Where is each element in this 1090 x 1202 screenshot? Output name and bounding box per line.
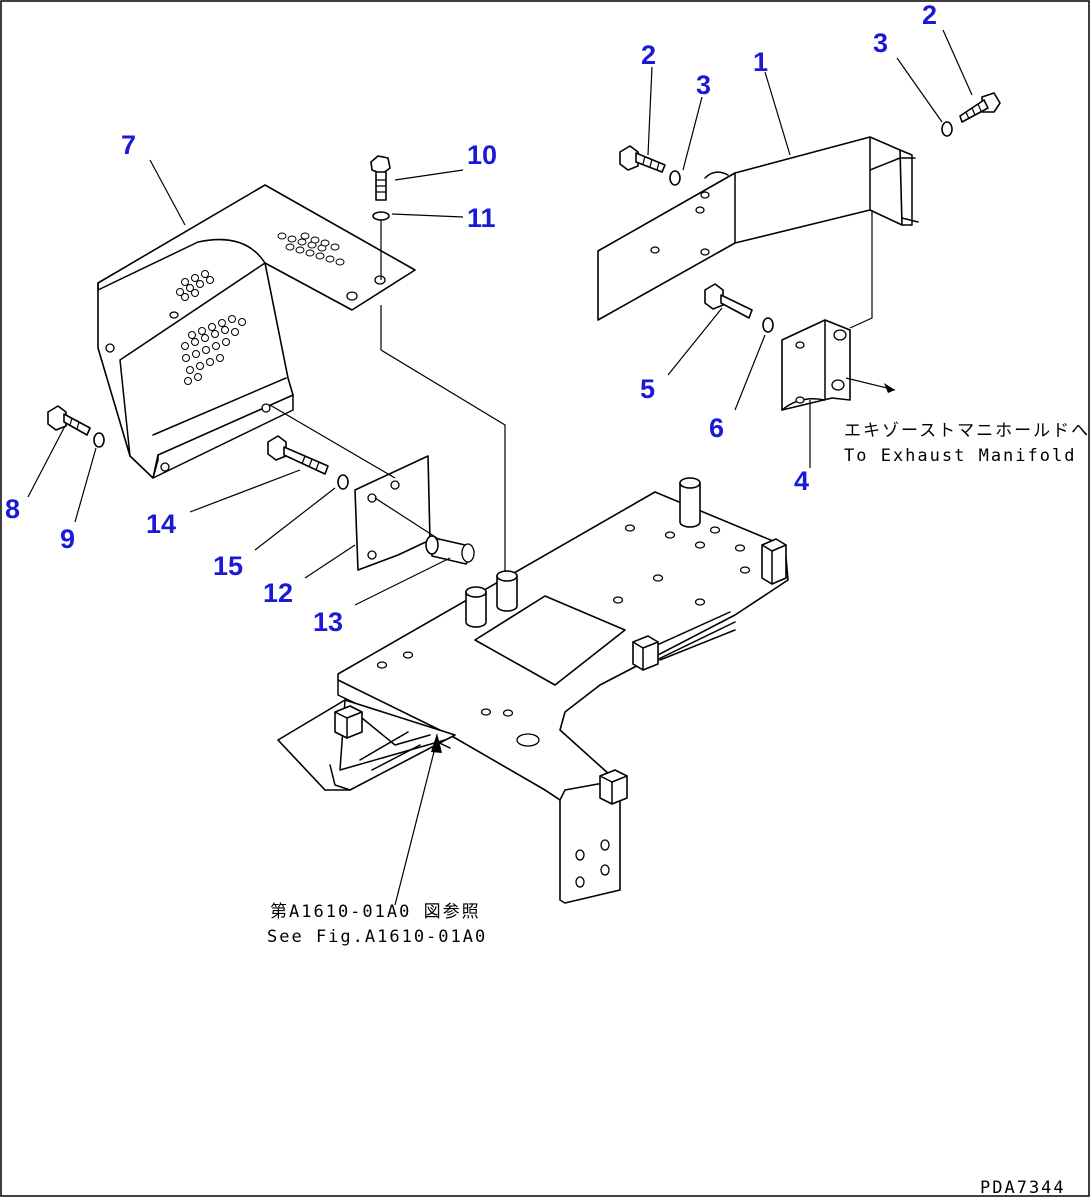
part-label-3-left: 3 <box>696 70 711 100</box>
callout-leaders <box>27 29 973 606</box>
spacer-part-13 <box>425 535 475 565</box>
part-label-9: 9 <box>60 524 75 554</box>
note-exhaust-jp: エキゾーストマニホールドへ <box>844 421 1090 441</box>
part-label-1: 1 <box>753 47 768 77</box>
note-exhaust-en: To Exhaust Manifold <box>844 446 1076 466</box>
perforations <box>176 232 345 385</box>
part-label-8: 8 <box>5 494 20 524</box>
part-label-14: 14 <box>146 509 176 539</box>
clamp-part-4 <box>781 319 851 411</box>
cover-part-7 <box>97 184 416 479</box>
main-bracket <box>277 477 789 904</box>
note-ref-en: See Fig.A1610-01A0 <box>267 927 487 947</box>
part-label-11: 11 <box>467 203 496 233</box>
part-label-13: 13 <box>313 607 343 637</box>
part-label-5: 5 <box>640 374 655 404</box>
part-label-3-right: 3 <box>873 28 888 58</box>
part-label-6: 6 <box>709 413 724 443</box>
note-ref-jp: 第A1610-01A0 図参照 <box>270 902 481 922</box>
bolts-and-washers <box>47 92 1001 490</box>
part-label-2-left: 2 <box>641 40 656 70</box>
part-label-4: 4 <box>794 466 809 496</box>
part-label-15: 15 <box>213 551 243 581</box>
drawing-number: PDA7344 <box>980 1178 1066 1197</box>
notes: エキゾーストマニホールドへ To Exhaust Manifold 第A1610… <box>267 421 1090 1198</box>
bracket-part-1 <box>597 136 919 321</box>
part-label-10: 10 <box>467 140 497 170</box>
bracket-holes <box>376 524 751 888</box>
plate-part-12 <box>354 455 431 571</box>
part-number-labels: 1 2 2 3 3 4 5 6 7 8 9 10 11 12 13 14 15 <box>5 0 937 637</box>
part-label-7: 7 <box>121 130 136 160</box>
assembly-lines <box>269 210 896 906</box>
part-label-12: 12 <box>263 578 293 608</box>
part-label-2-right: 2 <box>922 0 937 30</box>
